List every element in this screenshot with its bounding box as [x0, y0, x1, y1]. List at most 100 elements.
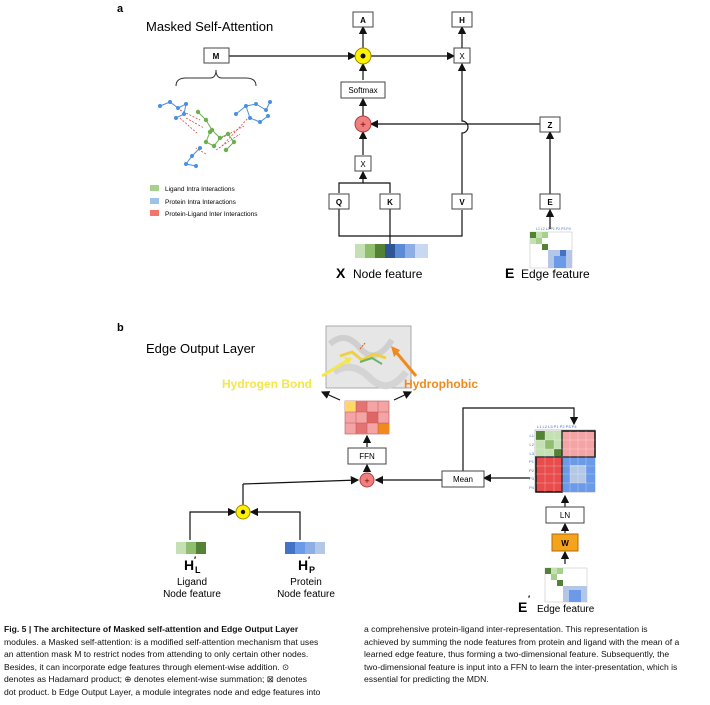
- panel-a-title: Masked Self-Attention: [146, 19, 273, 34]
- dot-product-box-top: X: [453, 47, 471, 64]
- svg-text:H: H: [184, 557, 194, 573]
- ffn-box: FFN: [347, 447, 387, 465]
- caption-right-line: learned edge feature, thus forming a two…: [364, 649, 670, 660]
- legend-ligand-intra: Ligand Intra Interactions: [150, 185, 235, 193]
- caption-left: Fig. 5 | The architecture of Masked self…: [4, 623, 356, 699]
- svg-text:Protein Intra Interactions: Protein Intra Interactions: [165, 199, 237, 206]
- edge-box-Z: Z: [539, 116, 561, 133]
- caption-right: a comprehensive protein-ligand inter-rep…: [364, 623, 708, 686]
- caption-left-line: Besides, it can incorporate edge feature…: [4, 661, 290, 672]
- hydrogen-arrow: [321, 358, 349, 378]
- svg-text:Z: Z: [548, 121, 553, 130]
- svg-text:Softmax: Softmax: [348, 86, 377, 95]
- svg-text:W: W: [561, 539, 569, 548]
- ligand-node-bar: [176, 542, 206, 554]
- row-label-P4: P4: [529, 485, 535, 490]
- svg-text:′: ′: [308, 555, 310, 565]
- ligand-label-line1: Ligand: [177, 577, 207, 588]
- protein-feature-symbol: H P ′: [298, 555, 315, 575]
- caption-left-line: dot product. b Edge Output Layer, a modu…: [4, 686, 321, 697]
- row-label-L3: L3: [530, 451, 535, 456]
- edge-matrix-b-col-labels: L1 L2 L3 P1 P2 P3 P4: [537, 424, 577, 429]
- svg-text:E: E: [518, 599, 527, 615]
- svg-text:Protein-Ligand Inter Interacti: Protein-Ligand Inter Interactions: [165, 211, 258, 218]
- node-feature-bar: [355, 244, 428, 258]
- query-box-Q: Q: [328, 193, 350, 210]
- svg-text:FFN: FFN: [359, 452, 375, 461]
- edge-input-box-E: E: [539, 193, 561, 210]
- hadamard-operator-a: [354, 47, 372, 65]
- row-label-L2: L2: [530, 442, 535, 447]
- row-label-P1: P1: [529, 459, 535, 464]
- panel-b-letter: b: [117, 322, 124, 334]
- svg-text:M: M: [213, 52, 220, 61]
- caption-right-line: essential for predicting the MDN.: [364, 674, 489, 685]
- hydrophobic-label: Hydrophobic: [404, 377, 478, 391]
- output-box-H: H: [451, 11, 473, 28]
- edge-input-matrix-b: [544, 567, 588, 603]
- edge-feature-label: Edge feature: [521, 267, 590, 281]
- caption-right-line: two-dimensional feature is input into a …: [364, 661, 678, 672]
- panel-b-title: Edge Output Layer: [146, 341, 256, 356]
- panel-b-flow-lines: [189, 407, 579, 564]
- mask-box-M: M: [203, 47, 230, 64]
- svg-text:L: L: [195, 565, 201, 575]
- edge-feature-matrix-b: [534, 429, 596, 493]
- svg-text:′: ′: [194, 555, 196, 565]
- legend-protein-intra: Protein Intra Interactions: [150, 198, 237, 206]
- protein-ligand-render: [325, 325, 412, 390]
- svg-text:Mean: Mean: [453, 475, 473, 484]
- caption-left-line: denotes as Hadamard product; ⊕ denotes e…: [4, 674, 307, 685]
- caption-left-line: an attention mask M to restrict nodes fr…: [4, 649, 309, 660]
- svg-text:+: +: [364, 476, 369, 486]
- protein-label-line1: Protein: [290, 577, 322, 588]
- svg-text:E: E: [547, 198, 553, 207]
- svg-text:′: ′: [528, 594, 530, 604]
- svg-text:V: V: [459, 198, 465, 207]
- hydrogen-bond-label: Hydrogen Bond: [222, 377, 312, 391]
- ligand-feature-symbol: H L ′: [184, 555, 201, 575]
- svg-text:P: P: [309, 565, 315, 575]
- panel-a-letter: a: [117, 3, 124, 15]
- svg-text:X: X: [459, 52, 465, 61]
- edge-feature-matrix-a: [529, 231, 573, 269]
- ligand-label-line2: Node feature: [163, 589, 221, 600]
- protein-label-line2: Node feature: [277, 589, 335, 600]
- hadamard-operator-b: [235, 504, 251, 520]
- svg-text:X: X: [360, 160, 366, 169]
- hydrophobic-arrow: [394, 351, 418, 377]
- svg-text:Ligand Intra Interactions: Ligand Intra Interactions: [165, 186, 235, 193]
- svg-text:Q: Q: [336, 198, 342, 207]
- svg-text:LN: LN: [560, 511, 570, 520]
- output-box-A: A: [352, 11, 374, 28]
- caption-right-line: a comprehensive protein-ligand inter-rep…: [364, 624, 648, 634]
- svg-text:H: H: [459, 16, 465, 25]
- edge-feature-symbol-b: E ′: [518, 594, 530, 615]
- sum-operator-a: +: [354, 115, 372, 133]
- caption-left-line: Fig. 5 | The architecture of Masked self…: [4, 624, 299, 634]
- panel-a-flow-lines: [229, 25, 555, 244]
- key-box-K: K: [379, 193, 401, 210]
- row-label-P3: P3: [529, 476, 535, 481]
- mask-brace: [175, 69, 257, 87]
- svg-text:K: K: [387, 198, 393, 207]
- weight-box-W: W: [551, 533, 579, 552]
- svg-text:H: H: [298, 557, 308, 573]
- figure-canvas: a Masked Self-Attention A H M X Softmax …: [117, 3, 596, 615]
- molecule-graph: [158, 100, 272, 168]
- caption-left-line: modules. a Masked self-attention: is a m…: [4, 636, 319, 647]
- svg-text:+: +: [360, 120, 366, 131]
- sum-operator-b: +: [359, 472, 375, 488]
- svg-text:A: A: [360, 16, 366, 25]
- interaction-matrix: [344, 400, 390, 435]
- node-feature-symbol: X: [336, 265, 346, 281]
- dot-product-box-mid: X: [354, 155, 372, 172]
- row-label-P2: P2: [529, 468, 535, 473]
- edge-feature-label-b: Edge feature: [537, 604, 595, 615]
- edge-matrix-a-ticks: L1 L2 L3 P1 P2 P3 P4: [536, 227, 571, 231]
- legend-protein-ligand-inter: Protein-Ligand Inter Interactions: [150, 210, 258, 218]
- layernorm-box: LN: [545, 506, 585, 524]
- node-feature-label: Node feature: [353, 267, 423, 281]
- row-label-L1: L1: [530, 433, 535, 438]
- edge-feature-symbol: E: [505, 265, 514, 281]
